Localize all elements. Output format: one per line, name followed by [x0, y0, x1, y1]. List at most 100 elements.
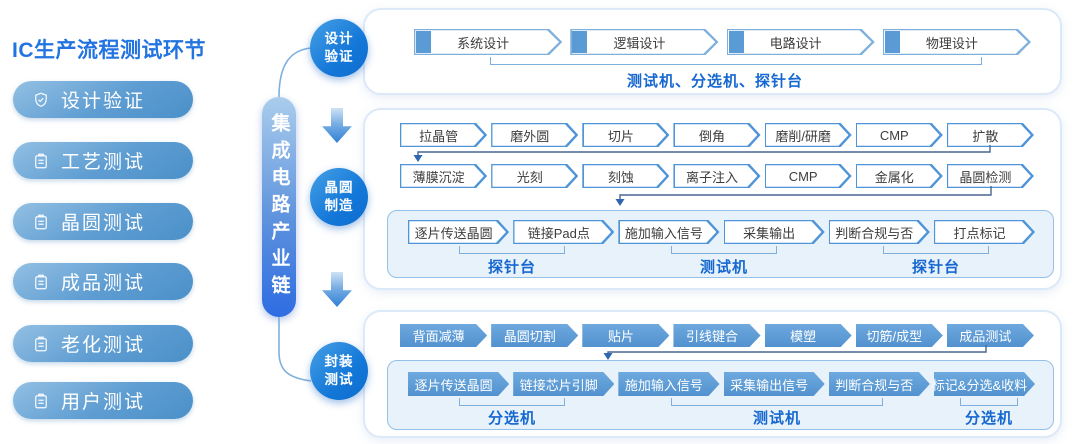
- clipboard-icon: [31, 272, 51, 292]
- industry-chain-pill: 集成电路产业链: [262, 97, 296, 317]
- clipboard-icon: [31, 212, 51, 232]
- sidebar-item-label: 老化测试: [61, 335, 146, 356]
- sidebar-item-design-verification[interactable]: 设计验证: [13, 81, 193, 118]
- step-system-design: 系统设计: [414, 29, 562, 55]
- wafer-test-subbox: 逐片传送晶圆 链接Pad点 施加输入信号 采集输出 判断合规与否 打点标记 探针…: [387, 210, 1054, 278]
- step-apply-input: 施加输入信号: [618, 220, 719, 244]
- curve-chain-to-design: [278, 47, 312, 98]
- step-cmp2: CMP: [765, 164, 852, 188]
- step-final-test: 成品测试: [947, 324, 1034, 347]
- design-steps-row: 系统设计 逻辑设计 电路设计 物理设计: [414, 29, 1031, 55]
- clipboard-icon: [31, 334, 51, 354]
- badge-text: 制造: [324, 198, 354, 213]
- step-mark-sort-collect: 标记&分选&收料: [932, 372, 1035, 396]
- step-diffusion: 扩散: [947, 123, 1034, 147]
- sidebar-item-label: 用户测试: [61, 392, 146, 413]
- step-logic-design: 逻辑设计: [570, 29, 718, 55]
- step-cmp: CMP: [856, 123, 943, 147]
- bracket-line: [960, 398, 1018, 406]
- clipboard-icon: [31, 391, 51, 411]
- step-physical-design: 物理设计: [883, 29, 1031, 55]
- step-pad-contact: 链接Pad点: [513, 220, 614, 244]
- down-arrow-icon: [322, 108, 352, 143]
- step-lithography: 光刻: [491, 164, 578, 188]
- step-collect-output2: 采集输出信号: [724, 372, 825, 396]
- equipment-label: 测试机、分选机、探针台: [626, 73, 804, 90]
- badge-text: 设计: [324, 31, 354, 47]
- bracket-line: [490, 57, 982, 65]
- step-pin-contact: 链接芯片引脚: [513, 372, 614, 396]
- equipment-label: 分选机: [487, 410, 537, 427]
- bracket-line: [883, 246, 989, 254]
- step-wire-bonding: 引线键合: [673, 324, 760, 347]
- badge-package-test: 封装 测试: [310, 342, 368, 400]
- curve-chain-to-package: [278, 317, 312, 382]
- sidebar-item-label: 晶圆测试: [61, 213, 146, 234]
- equipment-label: 探针台: [487, 259, 537, 276]
- step-trim-form: 切筋/成型: [856, 324, 943, 347]
- sidebar-item-user-test[interactable]: 用户测试: [13, 382, 193, 419]
- industry-chain-label: 集成电路产业链: [268, 112, 290, 302]
- step-crystal-pulling: 拉晶管: [400, 123, 487, 147]
- step-wafer-transfer2: 逐片传送晶圆: [408, 372, 509, 396]
- clipboard-icon: [31, 151, 51, 171]
- step-judge-pass2: 判断合规与否: [829, 372, 930, 396]
- step-wafer-transfer: 逐片传送晶圆: [408, 220, 509, 244]
- step-beveling: 倒角: [673, 123, 760, 147]
- sidebar-item-product-test[interactable]: 成品测试: [13, 263, 193, 300]
- badge-design-verification: 设计 验证: [310, 19, 368, 77]
- package-test-box: 背面减薄 晶圆切割 贴片 引线键合 模塑 切筋/成型 成品测试 逐片传送晶圆 链…: [363, 310, 1062, 438]
- step-judge-pass: 判断合规与否: [829, 220, 930, 244]
- equipment-label: 探针台: [911, 259, 961, 276]
- sidebar-item-label: 工艺测试: [61, 152, 146, 173]
- step-molding: 模塑: [765, 324, 852, 347]
- equipment-label: 分选机: [964, 410, 1014, 427]
- sidebar-item-label: 设计验证: [61, 91, 146, 112]
- sidebar-item-aging-test[interactable]: 老化测试: [13, 325, 193, 362]
- design-verification-box: 系统设计 逻辑设计 电路设计 物理设计 测试机、分选机、探针台: [363, 8, 1062, 95]
- bracket-line: [459, 246, 565, 254]
- step-edge-grinding: 磨外圆: [491, 123, 578, 147]
- bracket-line: [671, 398, 883, 406]
- badge-text: 测试: [324, 372, 354, 387]
- sidebar-item-label: 成品测试: [61, 273, 146, 294]
- step-collect-output: 采集输出: [724, 220, 825, 244]
- wafer-test-row: 逐片传送晶圆 链接Pad点 施加输入信号 采集输出 判断合规与否 打点标记: [408, 220, 1035, 244]
- step-marker: [728, 31, 744, 53]
- wafer-row1: 拉晶管 磨外圆 切片 倒角 磨削/研磨 CMP 扩散: [400, 123, 1034, 147]
- page-title: IC生产流程测试环节: [12, 39, 206, 62]
- shield-check-icon: [31, 90, 51, 110]
- step-ion-implant: 离子注入: [673, 164, 760, 188]
- step-die-attach: 贴片: [582, 324, 669, 347]
- package-row1: 背面减薄 晶圆切割 贴片 引线键合 模塑 切筋/成型 成品测试: [400, 324, 1034, 347]
- down-arrow-icon: [322, 272, 352, 307]
- step-lapping: 磨削/研磨: [765, 123, 852, 147]
- step-marker: [884, 31, 900, 53]
- bracket-line: [459, 398, 565, 406]
- package-test-row: 逐片传送晶圆 链接芯片引脚 施加输入信号 采集输出信号 判断合规与否 标记&分选…: [408, 372, 1035, 396]
- step-apply-input2: 施加输入信号: [618, 372, 719, 396]
- package-test-subbox: 逐片传送晶圆 链接芯片引脚 施加输入信号 采集输出信号 判断合规与否 标记&分选…: [387, 360, 1054, 430]
- badge-text: 封装: [324, 354, 354, 370]
- equipment-label: 测试机: [699, 259, 749, 276]
- sidebar-item-wafer-test[interactable]: 晶圆测试: [13, 203, 193, 240]
- step-ink-mark: 打点标记: [934, 220, 1035, 244]
- badge-text: 晶圆: [324, 180, 354, 196]
- step-slicing: 切片: [582, 123, 669, 147]
- step-back-grinding: 背面减薄: [400, 324, 487, 347]
- step-wafer-inspect: 晶圆检测: [947, 164, 1034, 188]
- equipment-label: 测试机: [752, 410, 802, 427]
- sidebar-item-process-test[interactable]: 工艺测试: [13, 142, 193, 179]
- step-thin-film: 薄膜沉淀: [400, 164, 487, 188]
- step-marker: [416, 31, 431, 53]
- step-marker: [572, 31, 588, 53]
- step-wafer-dicing: 晶圆切割: [491, 324, 578, 347]
- step-metallization: 金属化: [856, 164, 943, 188]
- step-etching: 刻蚀: [582, 164, 669, 188]
- badge-text: 验证: [324, 49, 354, 64]
- bracket-line: [671, 246, 777, 254]
- step-circuit-design: 电路设计: [727, 29, 875, 55]
- wafer-fab-box: 拉晶管 磨外圆 切片 倒角 磨削/研磨 CMP 扩散 薄膜沉淀 光刻 刻蚀 离子…: [363, 108, 1062, 290]
- wafer-row2: 薄膜沉淀 光刻 刻蚀 离子注入 CMP 金属化 晶圆检测: [400, 164, 1034, 188]
